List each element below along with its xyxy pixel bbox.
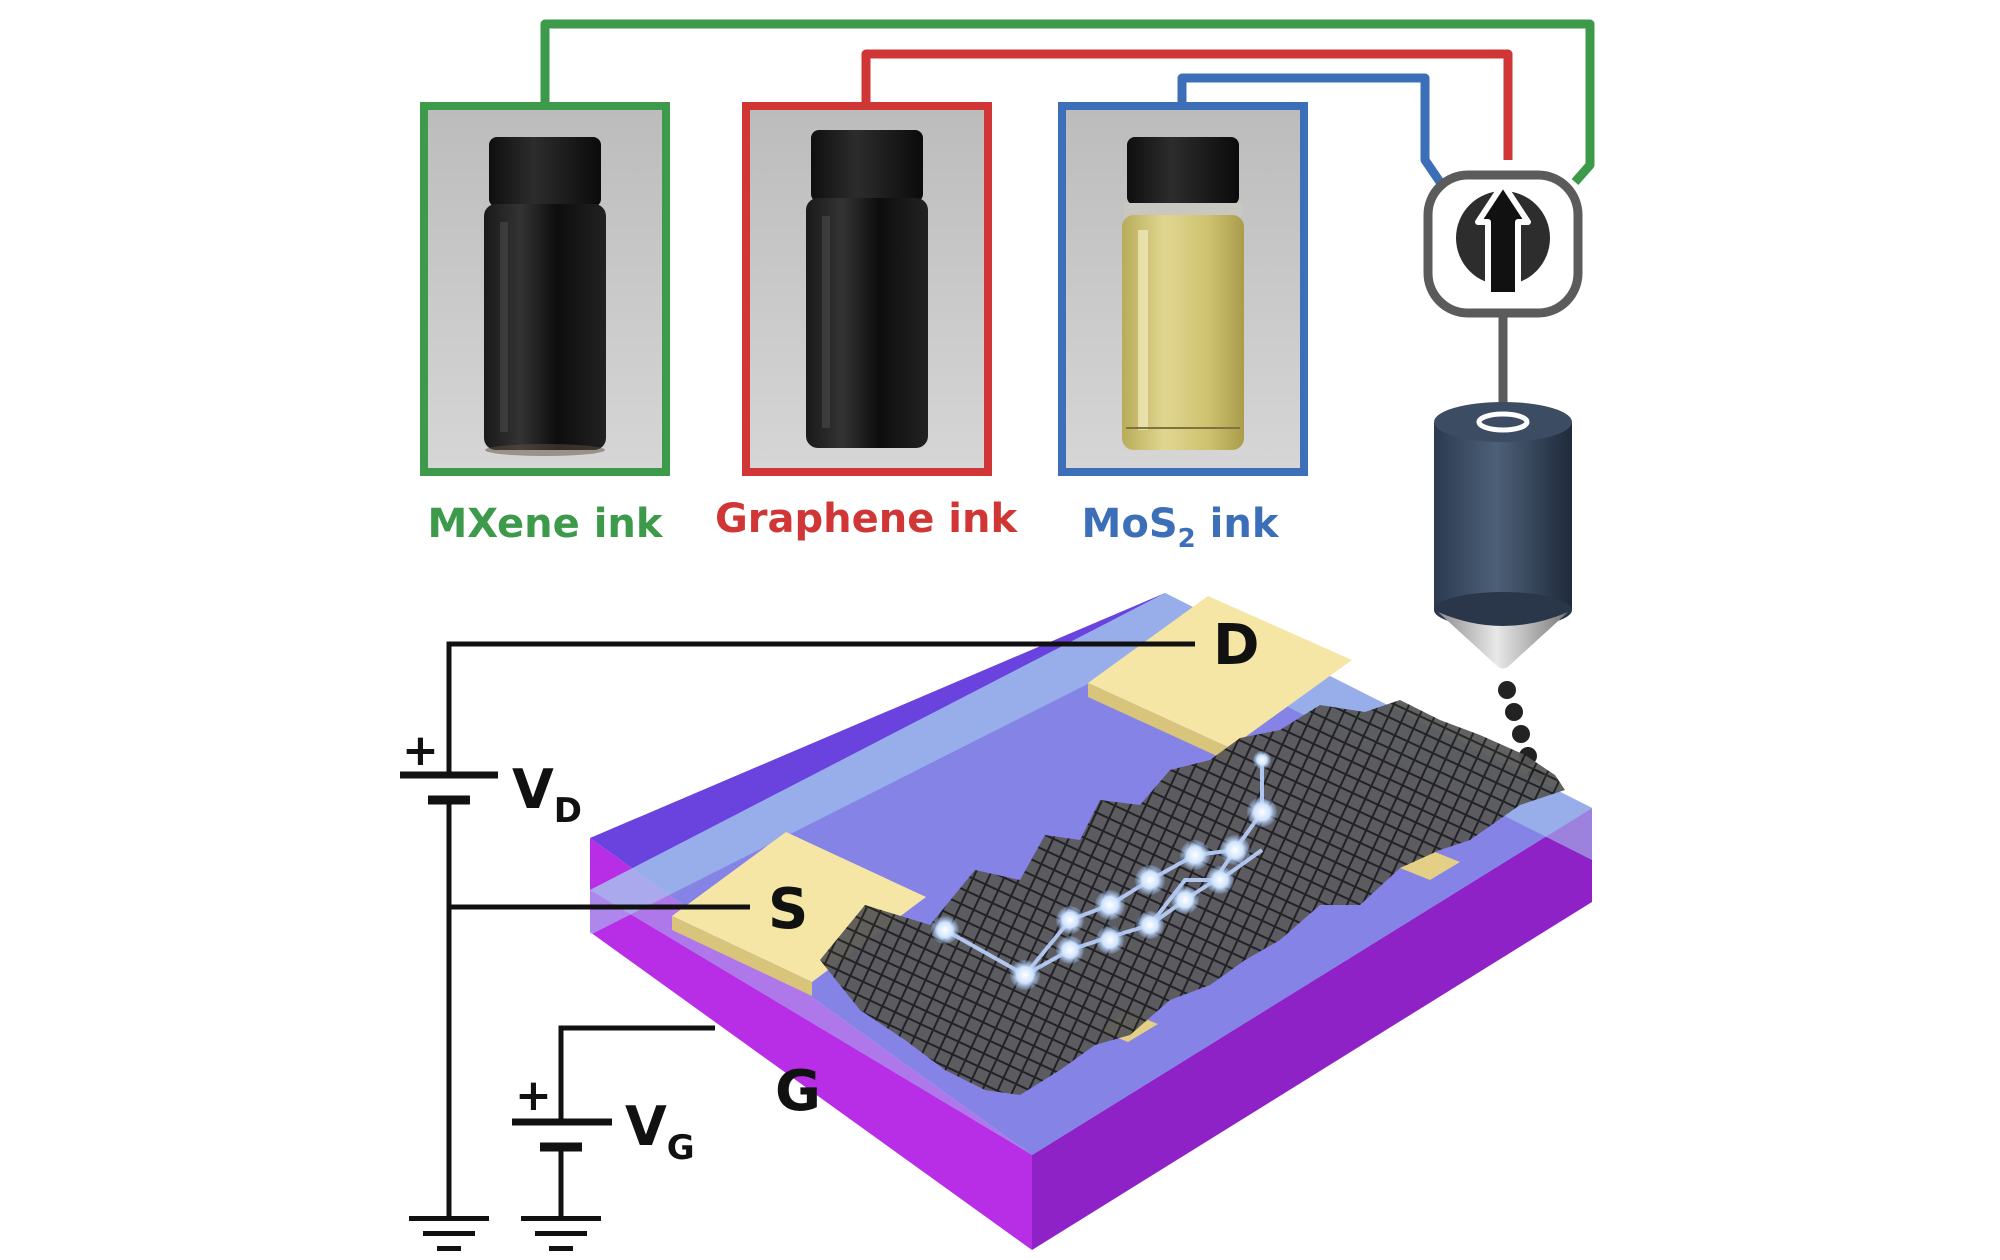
substrate-right-face (1032, 808, 1592, 1250)
glow-node (1056, 906, 1084, 934)
drain-electrode-side (1088, 683, 1230, 762)
glow-node (1180, 840, 1210, 870)
print-nozzle-icon (1434, 402, 1572, 669)
glow-node (1220, 835, 1250, 865)
drain-label: D (1213, 613, 1259, 678)
mos2-feed-line (1177, 73, 1444, 185)
source-electrode (672, 832, 926, 982)
vial-base (485, 444, 605, 456)
vg-subscript: G (667, 1128, 695, 1168)
circuit-wiring (400, 641, 1195, 1218)
ink-droplet (1505, 703, 1523, 721)
glow-node (1135, 865, 1165, 895)
glow-node (931, 916, 959, 944)
glow-node (1096, 926, 1124, 954)
glow-node (1010, 960, 1040, 990)
vial-graphene (742, 102, 992, 476)
vial-mos2 (1058, 102, 1308, 476)
glow-node (1206, 866, 1234, 894)
mos2-subscript: 2 (1178, 524, 1196, 554)
vial-neck (1124, 203, 1242, 217)
selector-valve-icon (1423, 170, 1583, 318)
vial-body (1122, 215, 1244, 450)
electrode-tab (1400, 850, 1460, 880)
ink-droplet (1512, 725, 1530, 743)
glow-node (1171, 886, 1199, 914)
label-graphene-ink: Graphene ink (715, 496, 1019, 542)
nozzle-body (1434, 422, 1572, 610)
vial-body (484, 204, 606, 450)
vd-label: VD (512, 758, 582, 831)
nozzle-rim (1434, 592, 1572, 628)
graphene-feed-line (861, 49, 1513, 160)
vial-frame (742, 102, 992, 476)
ink-droplet (1498, 681, 1516, 699)
vial-mxene (420, 102, 670, 476)
vg-plus-sign: + (515, 1070, 552, 1121)
gate-wire (558, 1025, 715, 1120)
vial-cap (811, 130, 923, 202)
ground-bar (549, 1246, 573, 1251)
conduction-line (1148, 848, 1264, 927)
transistor-device (590, 593, 1592, 1250)
drain-electrode (1088, 596, 1352, 748)
ground-bar (437, 1246, 461, 1251)
ground-bar (423, 1231, 475, 1236)
ground-bar (535, 1231, 587, 1236)
vial-highlight (822, 216, 830, 428)
vial-cap (489, 137, 601, 207)
conduction-line (944, 760, 1264, 978)
ground-icon (409, 1216, 489, 1251)
glow-node (1056, 936, 1084, 964)
nozzle-top (1434, 402, 1572, 442)
ground-bar (409, 1216, 489, 1221)
glow-node (1136, 911, 1164, 939)
ink-feed-lines (540, 19, 1595, 185)
drain-wire (446, 641, 1195, 773)
label-mos2-ink: MoS2 ink (1082, 501, 1280, 554)
gate-label: G (775, 1059, 821, 1124)
conduction-nodes (931, 751, 1277, 990)
ground-bar (521, 1216, 601, 1221)
vial-frame (420, 102, 670, 476)
nozzle-inlet (1476, 411, 1530, 433)
dielectric-edge (590, 593, 1592, 935)
nozzle-tip (1438, 612, 1568, 669)
vial-highlight (1138, 230, 1148, 430)
vial-highlight (500, 222, 508, 432)
glow-node (1253, 751, 1271, 769)
vd-plus-sign: + (402, 725, 439, 776)
vd-subscript: D (554, 791, 582, 831)
source-electrode-side (672, 916, 812, 996)
source-label: S (768, 877, 808, 942)
mos2-suffix: ink (1196, 501, 1280, 547)
label-mxene-ink: MXene ink (427, 501, 663, 547)
vg-label: VG (625, 1095, 695, 1168)
glow-node (1095, 890, 1125, 920)
glow-node (1247, 797, 1277, 827)
vial-frame (1058, 102, 1308, 476)
valve-pointer-arrow (1475, 181, 1531, 298)
vial-body (806, 198, 928, 448)
mxene-feed-line (540, 19, 1595, 185)
vial-cap (1127, 137, 1239, 205)
ground-icon (521, 1216, 601, 1251)
